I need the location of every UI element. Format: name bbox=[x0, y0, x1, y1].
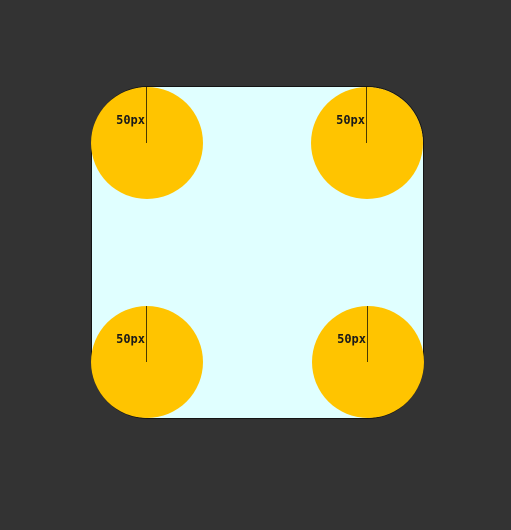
radius-line bbox=[146, 87, 147, 143]
radius-line bbox=[146, 306, 147, 362]
radius-line bbox=[367, 306, 368, 362]
radius-label: 50px bbox=[116, 332, 145, 346]
radius-label: 50px bbox=[337, 332, 366, 346]
radius-label: 50px bbox=[336, 113, 365, 127]
radius-label: 50px bbox=[116, 113, 145, 127]
radius-line bbox=[366, 87, 367, 143]
corner-radius-circle-top-right: 50px bbox=[311, 87, 423, 199]
corner-radius-circle-bottom-left: 50px bbox=[91, 306, 203, 418]
corner-radius-circle-bottom-right: 50px bbox=[312, 306, 424, 418]
corner-radius-circle-top-left: 50px bbox=[91, 87, 203, 199]
